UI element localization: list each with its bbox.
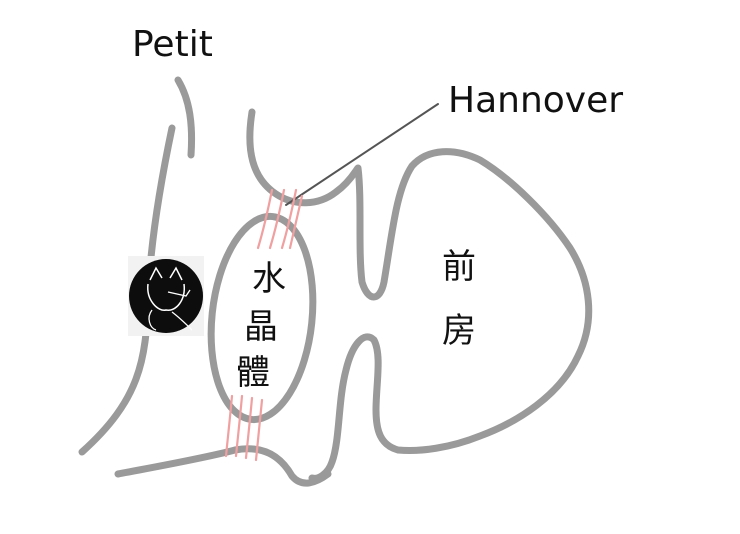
logo-circle: [129, 259, 203, 333]
petit-stem: [174, 76, 196, 159]
cat-face: [147, 283, 185, 311]
zonular-fibers-upper: [256, 188, 304, 250]
chamber-label-char-2: 房: [442, 311, 476, 351]
zonular-fiber: [288, 194, 304, 250]
zonular-fiber: [280, 188, 298, 250]
cat-ears: [149, 266, 183, 281]
hannover-leader-line: [285, 103, 439, 206]
lens-label-char-3: 體: [236, 353, 270, 393]
zonular-fiber: [234, 394, 244, 458]
zonular-fiber: [268, 188, 286, 250]
chamber-label-char-1: 前: [442, 247, 476, 287]
lens-outline: [207, 212, 317, 424]
zonular-fiber: [224, 394, 234, 458]
petit-label: Petit: [132, 24, 213, 65]
lens-label-char-1: 水: [252, 259, 286, 299]
zonular-fiber: [254, 398, 264, 462]
cat-body: [148, 309, 193, 331]
bottom-outline: [114, 445, 332, 487]
zonular-fiber: [256, 188, 274, 250]
lens-label-char-2: 晶: [244, 307, 278, 347]
cat-logo-icon: [128, 256, 204, 336]
zonular-fiber: [244, 396, 254, 460]
zonular-fibers-lower: [224, 394, 264, 462]
hannover-label: Hannover: [448, 80, 623, 121]
chamber-outline: [246, 108, 593, 482]
signature-stroke: [167, 289, 191, 297]
